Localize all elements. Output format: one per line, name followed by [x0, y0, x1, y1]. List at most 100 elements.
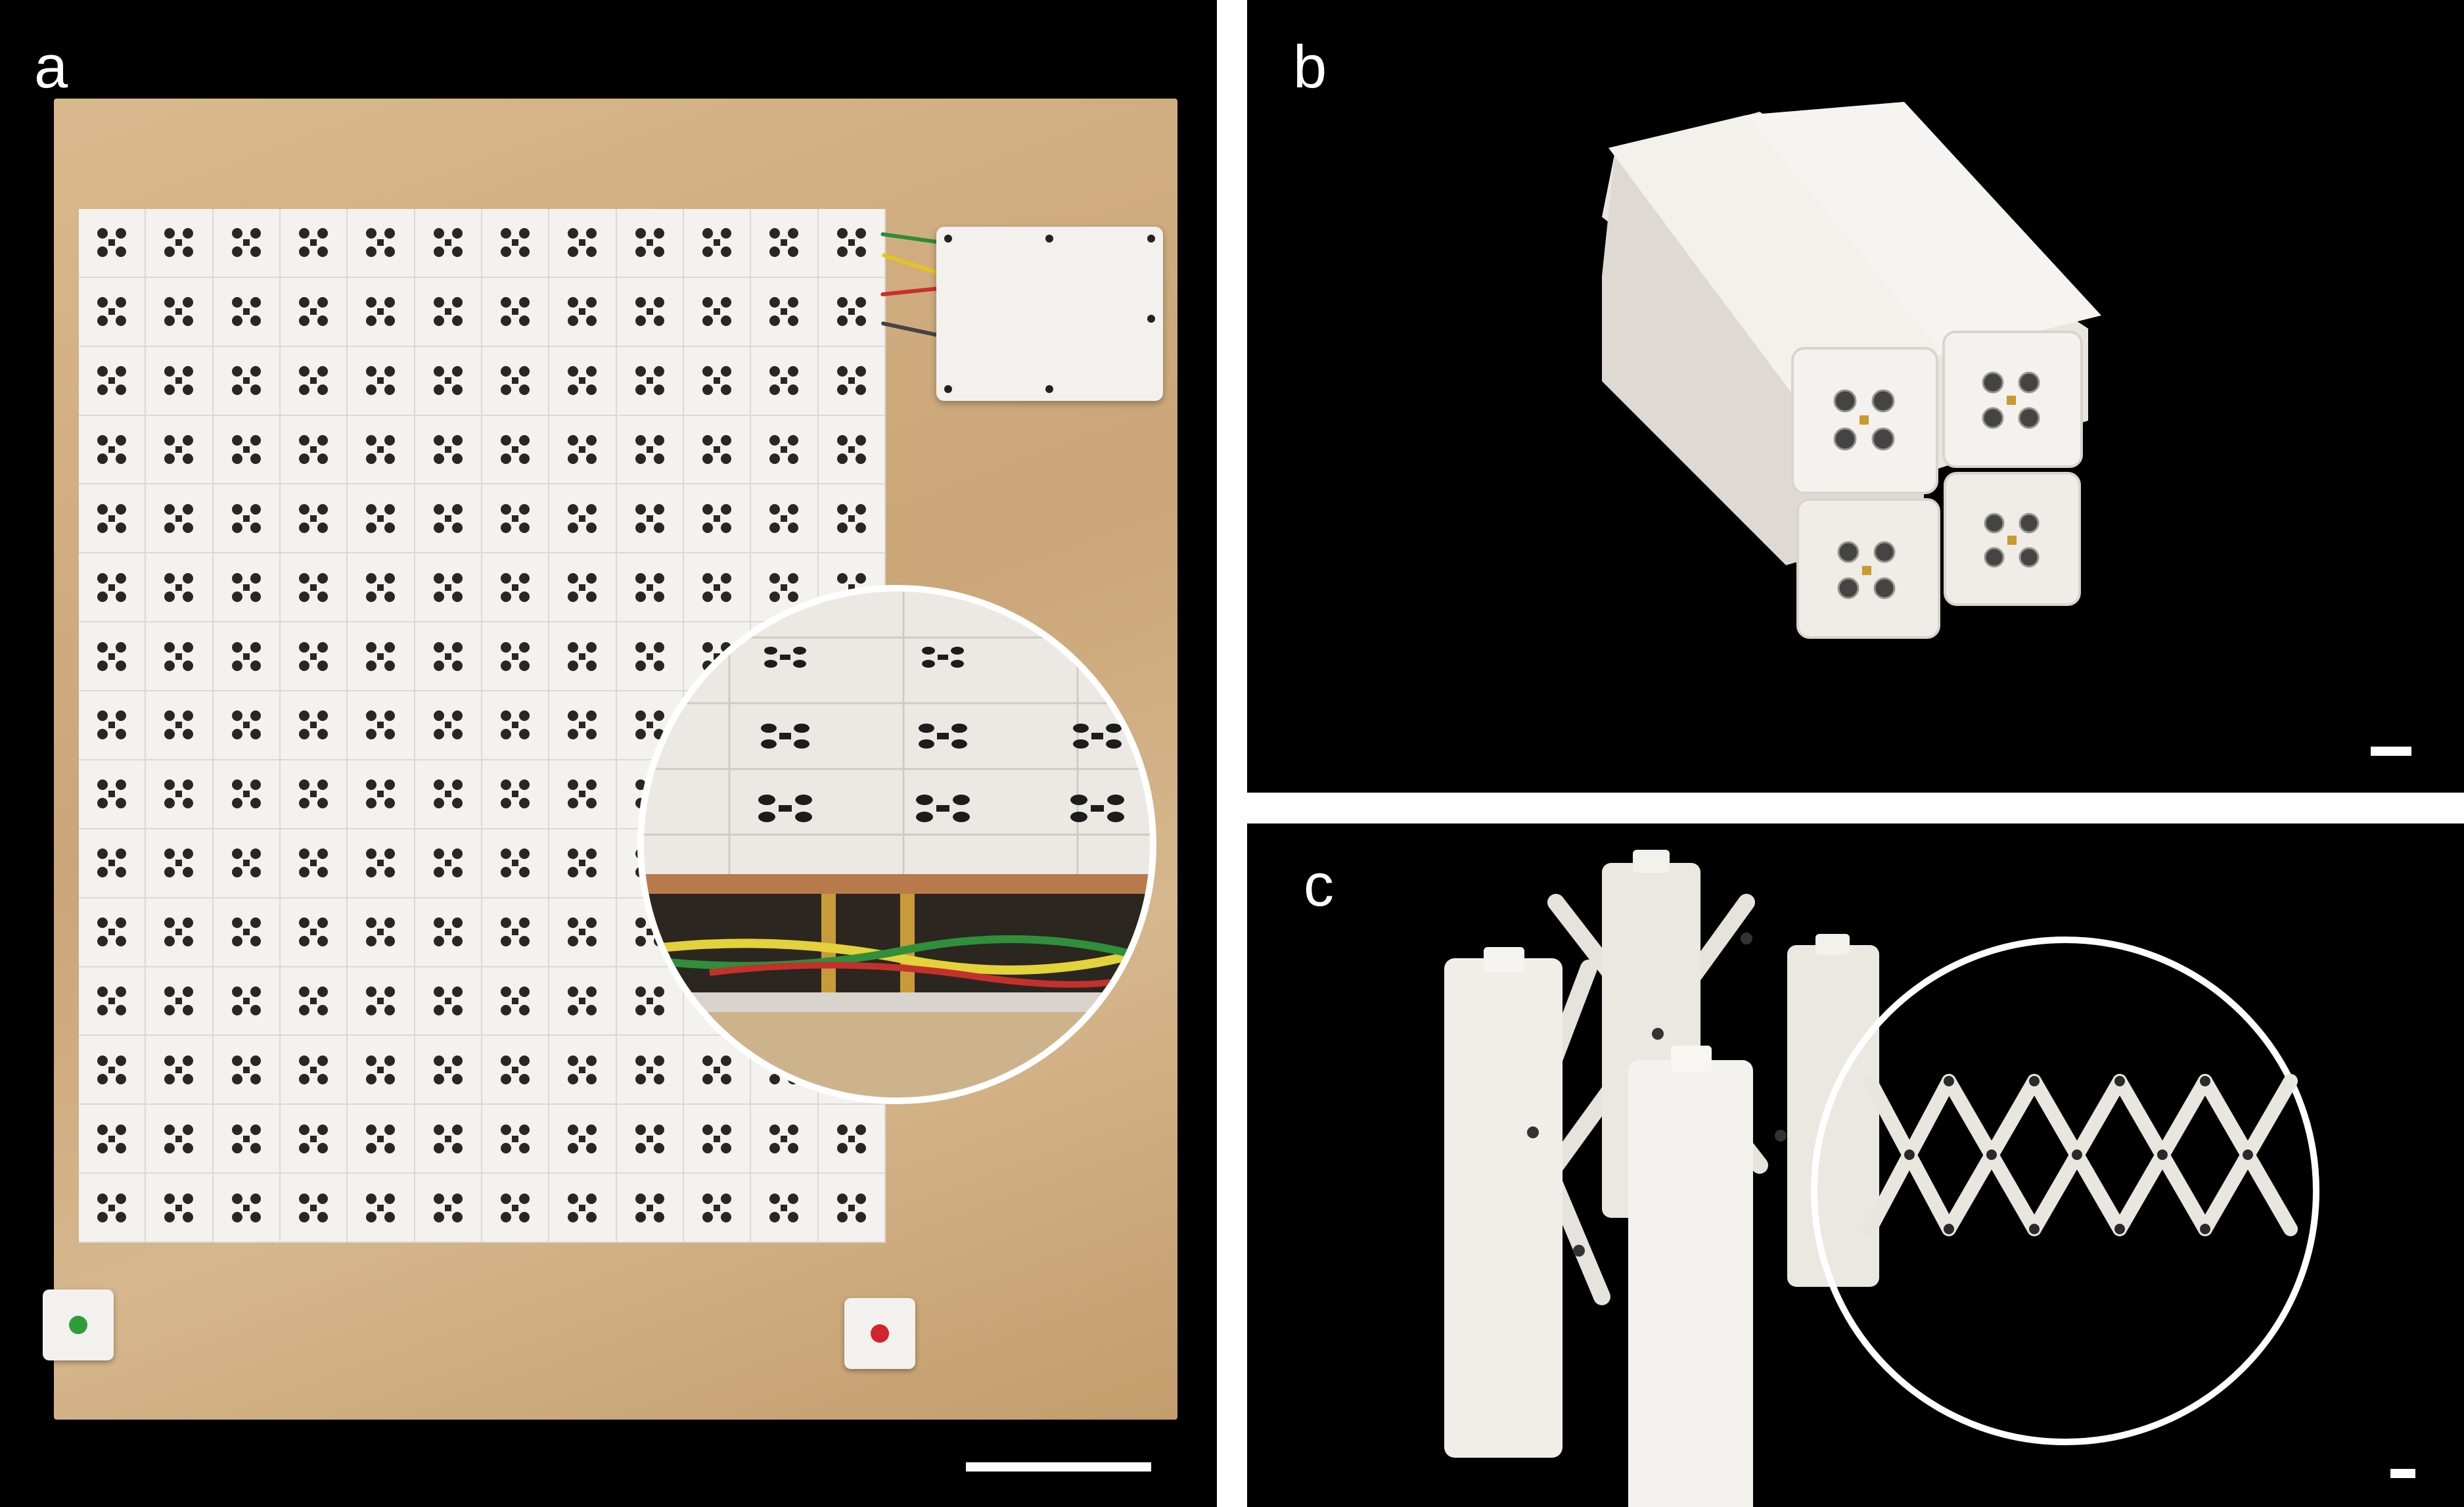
four-hole-cross-icon	[164, 228, 194, 258]
grid-tile	[146, 209, 214, 278]
grid-tile	[684, 553, 752, 623]
four-hole-cross-icon	[97, 779, 127, 809]
scissor-modules	[1444, 850, 1879, 1507]
four-hole-cross-icon	[433, 1124, 463, 1153]
grid-tile	[482, 346, 550, 416]
grid-tile	[79, 898, 147, 967]
four-hole-cross-icon	[568, 848, 597, 878]
four-hole-cross-icon	[769, 297, 799, 327]
grid-tile	[751, 277, 819, 347]
grid-tile	[818, 346, 886, 416]
grid-tile	[549, 898, 617, 967]
grid-tile	[482, 898, 550, 967]
grid-tile	[281, 967, 348, 1036]
four-hole-cross-icon	[501, 297, 530, 327]
four-hole-cross-icon	[366, 297, 396, 327]
panel-label-c: c	[1304, 852, 1334, 919]
four-hole-cross-icon	[299, 1124, 329, 1153]
four-hole-cross-icon	[231, 848, 261, 878]
four-hole-cross-icon	[501, 779, 530, 809]
grid-tile	[684, 1174, 752, 1243]
grid-tile	[146, 760, 214, 829]
grid-tile	[281, 691, 348, 760]
four-hole-cross-icon	[836, 1124, 866, 1153]
grid-tile	[549, 967, 617, 1036]
grid-tile	[482, 829, 550, 898]
grid-tile	[213, 484, 281, 554]
four-hole-cross-icon	[231, 917, 261, 947]
grid-tile	[146, 829, 214, 898]
four-hole-cross-icon	[97, 572, 127, 602]
grid-tile	[482, 691, 550, 760]
four-hole-cross-icon	[501, 1055, 530, 1084]
four-hole-cross-icon	[568, 572, 597, 602]
four-hole-cross-icon	[836, 366, 866, 396]
grid-tile	[482, 1105, 550, 1174]
four-hole-cross-icon	[568, 641, 597, 671]
four-hole-cross-icon	[299, 986, 329, 1015]
four-hole-cross-icon	[501, 1193, 530, 1222]
grid-tile	[684, 209, 752, 278]
four-hole-cross-icon	[164, 710, 194, 740]
four-hole-cross-icon	[231, 710, 261, 740]
grid-tile	[348, 277, 415, 347]
four-hole-cross-icon	[433, 1055, 463, 1084]
four-hole-cross-icon	[164, 1055, 194, 1084]
grid-tile	[281, 898, 348, 967]
four-hole-cross-icon	[568, 779, 597, 809]
grid-tile	[415, 209, 482, 278]
four-hole-cross-icon	[568, 710, 597, 740]
four-hole-cross-icon	[836, 503, 866, 533]
four-hole-cross-icon	[231, 435, 261, 465]
four-hole-cross-icon	[164, 779, 194, 809]
controller-box	[936, 227, 1163, 401]
grid-tile	[684, 346, 752, 416]
grid-tile	[146, 484, 214, 554]
grid-tile	[549, 1174, 617, 1243]
four-hole-cross-icon	[299, 435, 329, 465]
grid-tile	[415, 829, 482, 898]
four-hole-cross-icon	[433, 228, 463, 258]
four-hole-cross-icon	[231, 366, 261, 396]
four-hole-cross-icon	[366, 848, 396, 878]
panel-a: a	[0, 0, 1217, 1507]
zoom-inset-circle	[637, 585, 1156, 1104]
four-hole-cross-icon	[366, 435, 396, 465]
grid-tile	[146, 553, 214, 623]
four-hole-cross-icon	[164, 1124, 194, 1153]
grid-tile	[751, 553, 819, 623]
grid-tile	[415, 277, 482, 347]
grid-tile	[415, 1036, 482, 1105]
grid-tile	[281, 1174, 348, 1243]
four-hole-cross-icon	[433, 297, 463, 327]
grid-tile	[616, 553, 684, 623]
four-hole-cross-icon	[433, 503, 463, 533]
four-hole-cross-icon	[568, 917, 597, 947]
grid-tile	[684, 484, 752, 554]
four-hole-cross-icon	[568, 1193, 597, 1222]
grid-tile	[818, 209, 886, 278]
grid-tile	[281, 622, 348, 692]
four-hole-cross-icon	[568, 366, 597, 396]
four-hole-cross-icon	[702, 503, 732, 533]
four-hole-cross-icon	[231, 228, 261, 258]
grid-tile	[79, 346, 147, 416]
grid-tile	[146, 277, 214, 347]
grid-tile	[415, 346, 482, 416]
grid-tile	[348, 967, 415, 1036]
panel-label-b: b	[1293, 34, 1327, 101]
grid-tile	[482, 415, 550, 485]
grid-tile	[79, 553, 147, 623]
four-hole-cross-icon	[299, 848, 329, 878]
grid-tile	[348, 898, 415, 967]
four-hole-cross-icon	[366, 917, 396, 947]
grid-tile	[281, 346, 348, 416]
grid-tile	[146, 1174, 214, 1243]
red-indicator-icon	[871, 1324, 889, 1343]
four-hole-cross-icon	[635, 572, 664, 602]
four-hole-cross-icon	[635, 503, 664, 533]
grid-tile	[415, 760, 482, 829]
four-hole-cross-icon	[836, 1193, 866, 1222]
four-hole-cross-icon	[433, 779, 463, 809]
grid-tile	[549, 415, 617, 485]
